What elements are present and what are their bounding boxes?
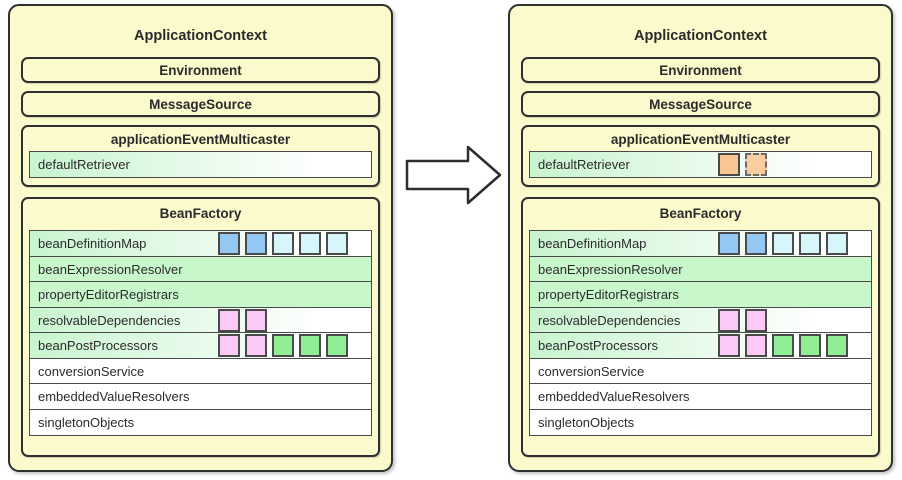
transform-arrow-icon bbox=[405, 145, 502, 205]
bean-factory-row: conversionService bbox=[29, 357, 372, 385]
bean-factory-rows: beanDefinitionMap beanExpressionResolver… bbox=[529, 230, 872, 436]
cyan-entry-square bbox=[326, 232, 348, 255]
environment-box: Environment bbox=[21, 57, 380, 83]
pink-entry-square bbox=[745, 334, 767, 357]
cyan-entry-square bbox=[772, 232, 794, 255]
blue-entry-square bbox=[718, 232, 740, 255]
cyan-entry-square bbox=[826, 232, 848, 255]
green-entry-square bbox=[772, 334, 794, 357]
bean-entry-squares bbox=[218, 334, 348, 357]
event-multicaster-box: applicationEventMulticaster defaultRetri… bbox=[21, 125, 380, 187]
message-source-box: MessageSource bbox=[21, 91, 380, 117]
panel-title: ApplicationContext bbox=[134, 28, 267, 44]
row-label: conversionService bbox=[38, 363, 145, 379]
green-entry-square bbox=[299, 334, 321, 357]
bean-factory-row: embeddedValueResolvers bbox=[529, 383, 872, 410]
bean-factory-row: resolvableDependencies bbox=[529, 306, 872, 334]
row-label: embeddedValueResolvers bbox=[38, 389, 190, 404]
pink-entry-square bbox=[245, 308, 267, 332]
bean-factory-row: embeddedValueResolvers bbox=[29, 383, 372, 410]
environment-label: Environment bbox=[659, 62, 742, 78]
row-label: beanPostProcessors bbox=[538, 338, 658, 353]
pink-entry-square bbox=[745, 308, 767, 332]
row-label: embeddedValueResolvers bbox=[538, 389, 690, 404]
bean-entry-squares bbox=[218, 232, 348, 255]
application-context-panel-before: ApplicationContext Environment MessageSo… bbox=[8, 4, 393, 472]
pink-entry-square bbox=[218, 308, 240, 332]
bean-factory-row: resolvableDependencies bbox=[29, 306, 372, 334]
green-entry-square bbox=[799, 334, 821, 357]
bean-factory-row: beanPostProcessors bbox=[29, 332, 372, 359]
cyan-entry-square bbox=[299, 232, 321, 255]
pink-entry-square bbox=[718, 334, 740, 357]
cyan-entry-square bbox=[272, 232, 294, 255]
message-source-label: MessageSource bbox=[649, 96, 752, 112]
event-multicaster-box: applicationEventMulticaster defaultRetri… bbox=[521, 125, 880, 187]
bean-factory-row: beanDefinitionMap bbox=[29, 230, 372, 257]
listener-squares bbox=[718, 153, 767, 176]
bean-factory-box: BeanFactory beanDefinitionMap beanExpres… bbox=[21, 197, 380, 457]
bean-factory-row: beanPostProcessors bbox=[529, 332, 872, 359]
event-multicaster-title: applicationEventMulticaster bbox=[110, 132, 291, 147]
orange-entry-square bbox=[718, 153, 740, 176]
default-retriever-row: defaultRetriever bbox=[29, 151, 372, 178]
panel-title: ApplicationContext bbox=[634, 28, 767, 44]
row-label: propertyEditorRegistrars bbox=[38, 287, 179, 302]
row-label: beanExpressionResolver bbox=[538, 261, 683, 277]
orange-entry-square-dashed bbox=[745, 153, 767, 176]
bean-entry-squares bbox=[718, 334, 848, 357]
green-entry-square bbox=[326, 334, 348, 357]
row-label: beanExpressionResolver bbox=[38, 261, 183, 277]
message-source-box: MessageSource bbox=[521, 91, 880, 117]
bean-entry-squares bbox=[218, 308, 267, 332]
environment-box: Environment bbox=[521, 57, 880, 83]
bean-entry-squares bbox=[718, 232, 848, 255]
bean-factory-row: singletonObjects bbox=[529, 408, 872, 436]
blue-entry-square bbox=[218, 232, 240, 255]
row-label: beanDefinitionMap bbox=[38, 236, 147, 251]
bean-factory-row: propertyEditorRegistrars bbox=[529, 281, 872, 308]
blue-entry-square bbox=[745, 232, 767, 255]
message-source-label: MessageSource bbox=[149, 96, 252, 112]
bean-entry-squares bbox=[718, 308, 767, 332]
bean-factory-title: BeanFactory bbox=[659, 206, 742, 221]
row-label: defaultRetriever bbox=[538, 157, 630, 172]
row-label: resolvableDependencies bbox=[538, 312, 681, 328]
bean-factory-row: beanExpressionResolver bbox=[529, 255, 872, 283]
bean-factory-row: propertyEditorRegistrars bbox=[29, 281, 372, 308]
row-label: propertyEditorRegistrars bbox=[538, 287, 679, 302]
row-label: beanDefinitionMap bbox=[538, 236, 647, 251]
row-label: singletonObjects bbox=[538, 414, 635, 430]
row-label: conversionService bbox=[538, 363, 645, 379]
bean-factory-rows: beanDefinitionMap beanExpressionResolver… bbox=[29, 230, 372, 436]
green-entry-square bbox=[272, 334, 294, 357]
row-label: beanPostProcessors bbox=[38, 338, 158, 353]
bean-factory-row: beanExpressionResolver bbox=[29, 255, 372, 283]
row-label: singletonObjects bbox=[38, 414, 135, 430]
environment-label: Environment bbox=[159, 62, 242, 78]
blue-entry-square bbox=[245, 232, 267, 255]
cyan-entry-square bbox=[799, 232, 821, 255]
row-label: defaultRetriever bbox=[38, 157, 130, 172]
bean-factory-row: beanDefinitionMap bbox=[529, 230, 872, 257]
green-entry-square bbox=[826, 334, 848, 357]
pink-entry-square bbox=[245, 334, 267, 357]
pink-entry-square bbox=[218, 334, 240, 357]
default-retriever-row: defaultRetriever bbox=[529, 151, 872, 178]
row-label: resolvableDependencies bbox=[38, 312, 181, 328]
bean-factory-row: singletonObjects bbox=[29, 408, 372, 436]
pink-entry-square bbox=[718, 308, 740, 332]
bean-factory-box: BeanFactory beanDefinitionMap beanExpres… bbox=[521, 197, 880, 457]
bean-factory-title: BeanFactory bbox=[159, 206, 242, 221]
application-context-panel-after: ApplicationContext Environment MessageSo… bbox=[508, 4, 893, 472]
event-multicaster-title: applicationEventMulticaster bbox=[610, 132, 791, 147]
bean-factory-row: conversionService bbox=[529, 357, 872, 385]
